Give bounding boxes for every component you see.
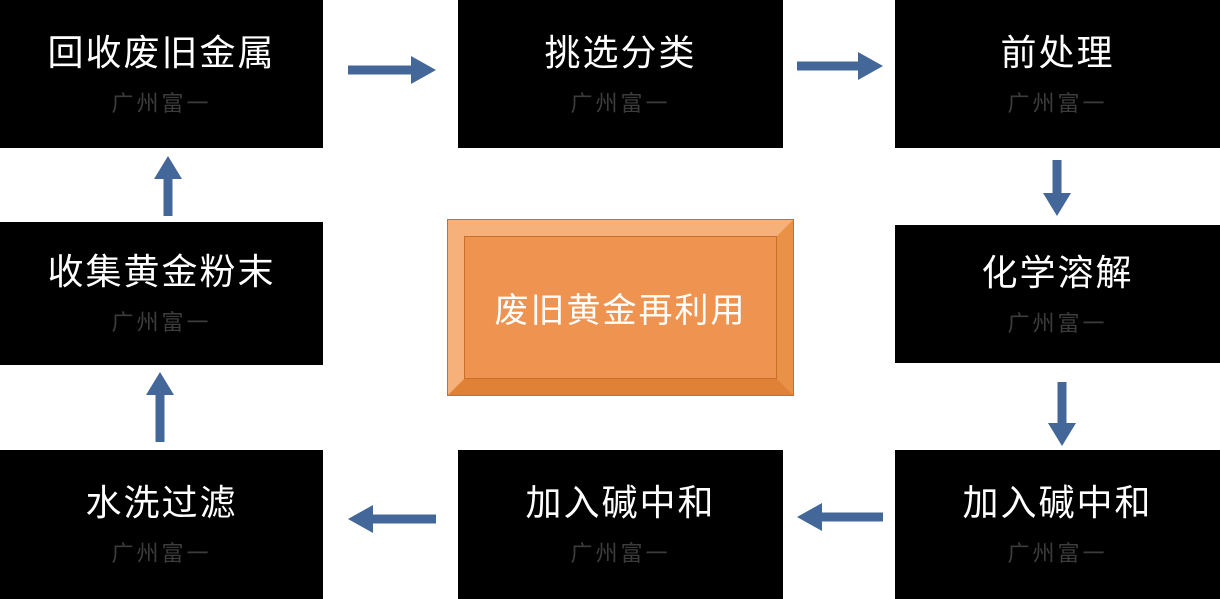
watermark-text: 广州富一 <box>1007 91 1108 117</box>
node-sorting-classification: 挑选分类 广州富一 <box>458 0 783 148</box>
arrow-head <box>348 505 373 533</box>
arrow-down-icon <box>1043 160 1071 216</box>
center-title-inner: 废旧黄金再利用 <box>464 236 777 379</box>
node-label: 挑选分类 <box>544 32 697 74</box>
arrow-shaft <box>348 65 411 75</box>
arrow-head <box>146 372 174 395</box>
node-alkali-neutralization-center: 加入碱中和 广州富一 <box>458 450 783 599</box>
watermark-text: 广州富一 <box>111 91 212 117</box>
arrow-down-icon <box>1048 382 1076 446</box>
arrow-shaft <box>373 514 436 524</box>
arrow-shaft <box>155 395 165 442</box>
watermark-text: 广州富一 <box>570 91 671 117</box>
arrow-shaft <box>822 512 883 522</box>
node-label: 加入碱中和 <box>525 483 716 524</box>
node-water-wash-filter: 水洗过滤 广州富一 <box>0 450 323 599</box>
node-label: 前处理 <box>1000 32 1115 74</box>
watermark-text: 广州富一 <box>1007 311 1108 337</box>
node-label: 化学溶解 <box>981 252 1134 294</box>
node-pretreatment: 前处理 广州富一 <box>895 0 1220 148</box>
node-alkali-neutralization-right: 加入碱中和 广州富一 <box>895 450 1220 599</box>
watermark-text: 广州富一 <box>1007 542 1108 567</box>
arrow-head <box>858 52 883 80</box>
arrow-shaft <box>797 61 858 71</box>
arrow-head <box>411 56 436 84</box>
node-label: 回收废旧金属 <box>47 32 276 74</box>
arrow-head <box>797 503 822 531</box>
node-recycle-scrap-metal: 回收废旧金属 广州富一 <box>0 0 323 148</box>
arrow-head <box>1043 193 1071 216</box>
arrow-shaft <box>1052 160 1062 193</box>
watermark-text: 广州富一 <box>570 542 671 567</box>
arrow-up-icon <box>146 372 174 442</box>
center-title-box: 废旧黄金再利用 <box>447 219 794 396</box>
node-label: 加入碱中和 <box>962 483 1153 524</box>
watermark-text: 广州富一 <box>111 311 212 336</box>
node-label: 水洗过滤 <box>85 483 238 524</box>
node-collect-gold-powder: 收集黄金粉末 广州富一 <box>0 222 323 365</box>
arrow-left-icon <box>797 503 883 531</box>
node-label: 收集黄金粉末 <box>47 252 276 293</box>
arrow-right-icon <box>797 52 883 80</box>
node-chemical-dissolution: 化学溶解 广州富一 <box>895 225 1220 363</box>
arrow-head <box>154 156 182 179</box>
watermark-text: 广州富一 <box>111 542 212 567</box>
arrow-up-icon <box>154 156 182 216</box>
center-title-label: 废旧黄金再利用 <box>494 291 747 331</box>
arrow-left-icon <box>348 505 436 533</box>
arrow-head <box>1048 423 1076 446</box>
arrow-right-icon <box>348 56 436 84</box>
arrow-shaft <box>1057 382 1067 423</box>
arrow-shaft <box>163 179 173 216</box>
